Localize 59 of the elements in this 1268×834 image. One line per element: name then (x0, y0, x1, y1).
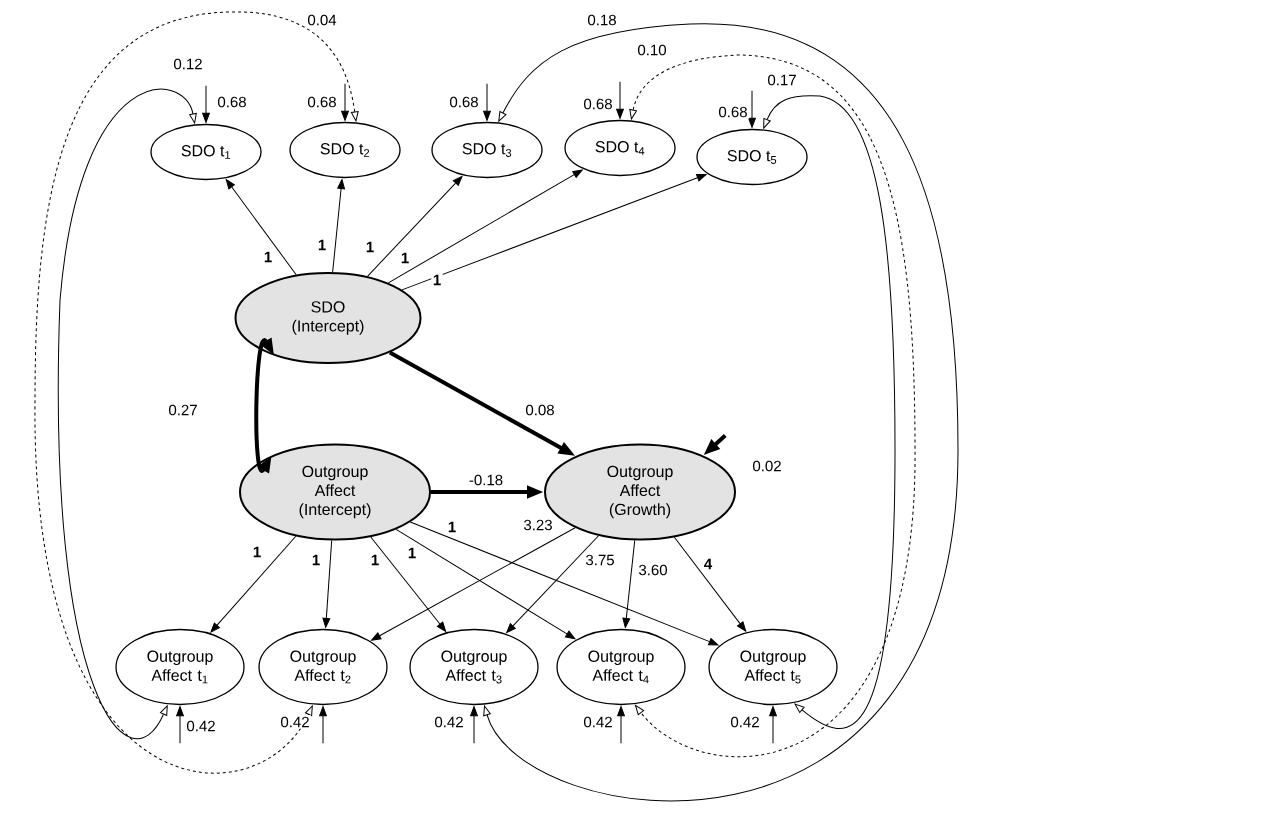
edge-label: 1 (399, 251, 411, 265)
path-arrow (210, 535, 297, 633)
edge-label: 0.68 (581, 97, 615, 111)
residual-arrow (616, 81, 624, 119)
path-arrow (622, 539, 636, 628)
path-arrow (367, 175, 463, 277)
residual-arrow (341, 83, 349, 121)
edge-label: 0.04 (305, 13, 339, 27)
path-arrow (506, 535, 600, 634)
edge-label: 1 (316, 238, 328, 252)
path-arrow (225, 179, 297, 276)
path-arrow (332, 179, 345, 273)
edge-label: 0.68 (305, 95, 339, 109)
residual-arrow (748, 90, 756, 128)
edge-label: -0.18 (467, 473, 505, 487)
edge-label: 0.42 (432, 715, 466, 729)
residual-arrow (319, 706, 327, 744)
edge-label: 0.42 (581, 715, 615, 729)
edge-label: 0.68 (716, 105, 750, 119)
edge-label: 1 (431, 273, 443, 287)
residual-arrow (176, 706, 184, 744)
edge-label: 4 (702, 557, 714, 571)
residual-arrow (202, 85, 210, 123)
covariance-arrow (629, 54, 916, 758)
edge-label: 1 (364, 240, 376, 254)
edge-label: 0.17 (765, 73, 799, 87)
path-arrow (370, 536, 447, 632)
edge-label: 1 (369, 553, 381, 567)
path-arrow (409, 521, 719, 646)
residual-arrow (617, 706, 625, 744)
edge-label: 0.27 (166, 403, 200, 417)
edge-label: 0.42 (184, 719, 218, 733)
edge-label: 0.42 (728, 715, 762, 729)
edge-label: 3.60 (636, 563, 670, 577)
covariance-arrow (34, 11, 359, 774)
edge-label: 1 (446, 520, 458, 534)
edge-label: 1 (251, 545, 263, 559)
path-arrow (387, 169, 583, 284)
edge-label: 0.02 (750, 459, 784, 473)
residual-arrow (483, 83, 491, 121)
edge-label: 0.12 (171, 57, 205, 71)
path-arrow (401, 173, 707, 291)
residual-arrow (769, 706, 777, 744)
edge-label: 0.68 (215, 95, 249, 109)
path-arrow (673, 536, 747, 632)
edge-label: 0.18 (585, 13, 619, 27)
covariance-arrow (57, 88, 197, 739)
edge-label: 0.10 (635, 43, 669, 57)
path-arrow (322, 539, 333, 628)
edge-label: 0.08 (523, 403, 557, 417)
edge-label: 0.68 (447, 95, 481, 109)
edge-label: 1 (310, 553, 322, 567)
edge-label: 1 (262, 250, 274, 264)
covariance-arrow (763, 95, 896, 729)
edge-label: 0.42 (278, 715, 312, 729)
covariance-arrow (483, 23, 959, 802)
residual-arrow (470, 706, 478, 744)
edge-label: 1 (406, 546, 418, 560)
edge-label: 3.75 (583, 553, 617, 567)
